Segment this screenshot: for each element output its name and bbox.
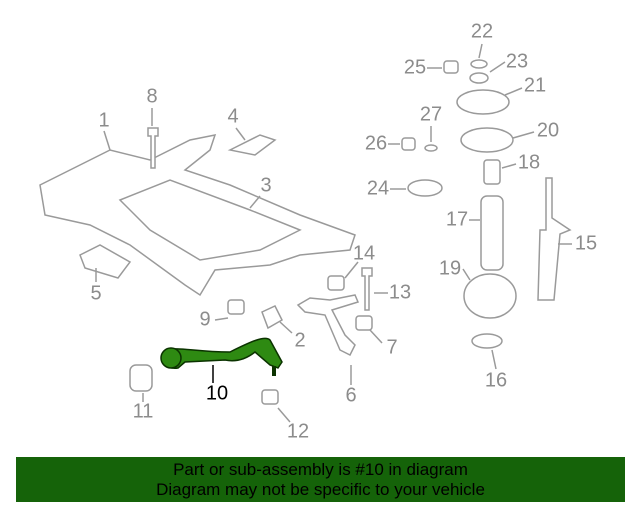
callout-19[interactable]: 19 xyxy=(439,257,461,279)
part-6-control-arm[interactable] xyxy=(296,294,360,357)
callout-25[interactable]: 25 xyxy=(404,56,426,78)
part-26-nut[interactable] xyxy=(401,137,416,151)
callout-7[interactable]: 7 xyxy=(386,336,397,358)
callout-10[interactable]: 10 xyxy=(206,382,228,404)
callout-22[interactable]: 22 xyxy=(471,20,493,42)
callout-9[interactable]: 9 xyxy=(199,308,210,330)
callout-16[interactable]: 16 xyxy=(485,369,507,391)
part-7-nut[interactable] xyxy=(355,315,373,331)
part-10-control-arm[interactable] xyxy=(160,337,283,376)
diagram-notice-banner: Part or sub-assembly is #10 in diagram D… xyxy=(16,457,625,502)
part-2-bushing[interactable] xyxy=(261,305,283,330)
part-4-bracket[interactable] xyxy=(227,134,277,156)
part-12-nut[interactable] xyxy=(261,389,279,405)
part-27-washer[interactable] xyxy=(424,144,438,152)
part-11-bushing[interactable] xyxy=(129,364,153,392)
callout-labels: 1 2 3 4 5 6 7 8 9 10 11 12 13 14 15 16 1… xyxy=(90,20,597,442)
part-13-bolt[interactable] xyxy=(361,267,373,311)
callout-6[interactable]: 6 xyxy=(345,384,356,406)
part-19-spring[interactable] xyxy=(463,273,517,319)
callout-5[interactable]: 5 xyxy=(90,282,101,304)
part-24-mount[interactable] xyxy=(407,179,443,197)
part-17-boot[interactable] xyxy=(480,195,504,271)
callout-4[interactable]: 4 xyxy=(227,105,238,127)
notice-disclaimer: Diagram may not be specific to your vehi… xyxy=(156,480,485,499)
part-23-washer[interactable] xyxy=(469,72,489,84)
callout-2[interactable]: 2 xyxy=(294,329,305,351)
part-9-nut[interactable] xyxy=(227,299,245,315)
callout-26[interactable]: 26 xyxy=(365,132,387,154)
callout-1[interactable]: 1 xyxy=(98,109,109,131)
part-3-subframe[interactable] xyxy=(39,134,356,297)
callout-20[interactable]: 20 xyxy=(537,119,559,141)
callout-11[interactable]: 11 xyxy=(133,400,154,422)
callout-27[interactable]: 27 xyxy=(420,103,442,125)
part-18-bumper[interactable] xyxy=(483,159,501,185)
part-21-mount[interactable] xyxy=(456,89,510,115)
callout-21[interactable]: 21 xyxy=(524,74,546,96)
part-20-seat[interactable] xyxy=(460,127,514,153)
callout-13[interactable]: 13 xyxy=(389,281,411,303)
callout-14[interactable]: 14 xyxy=(353,242,375,264)
callout-18[interactable]: 18 xyxy=(518,151,540,173)
leader-lines xyxy=(95,43,572,423)
part-15-strut[interactable] xyxy=(537,177,572,301)
callout-24[interactable]: 24 xyxy=(367,177,389,199)
parts-diagram: 1 2 3 4 5 6 7 8 9 10 11 12 13 14 15 16 1… xyxy=(39,20,597,442)
callout-15[interactable]: 15 xyxy=(575,232,597,254)
callout-12[interactable]: 12 xyxy=(287,420,309,442)
part-25-nut[interactable] xyxy=(443,60,459,74)
callout-23[interactable]: 23 xyxy=(506,50,528,72)
callout-17[interactable]: 17 xyxy=(446,208,468,230)
part-16-seat[interactable] xyxy=(471,333,503,349)
part-8-bolt[interactable] xyxy=(147,127,159,169)
callout-3[interactable]: 3 xyxy=(260,174,271,196)
part-5-shield[interactable] xyxy=(79,244,132,279)
notice-part-number: Part or sub-assembly is #10 in diagram xyxy=(173,460,468,479)
part-22-washer[interactable] xyxy=(470,59,488,69)
callout-8[interactable]: 8 xyxy=(146,85,157,107)
part-14-nut[interactable] xyxy=(327,275,345,291)
